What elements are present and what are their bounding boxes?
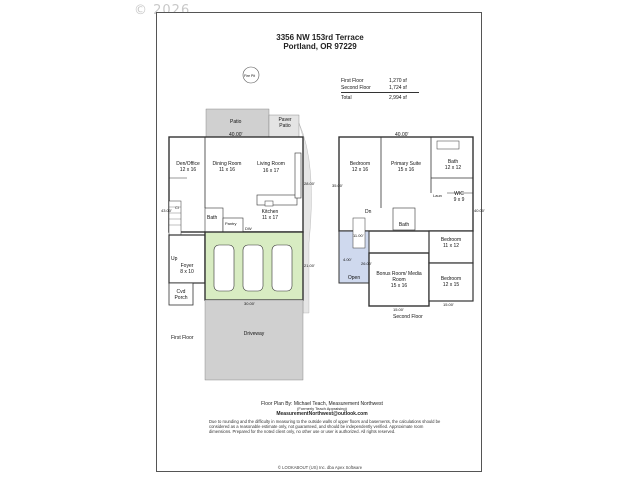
floor-plan-drawing <box>168 66 474 381</box>
bedroom-1-label: Bedroom <box>349 161 371 167</box>
area-value-2: 1,724 sf <box>389 85 407 91</box>
car-3 <box>271 244 293 292</box>
second-bottom-dim: 15.00' <box>393 307 404 312</box>
covered-porch <box>168 282 194 306</box>
bedroom-1-dim: 12 x 16 <box>351 167 369 173</box>
area-value-3: 2,994 sf <box>389 95 407 101</box>
kitchen-counter <box>294 152 302 199</box>
den-label: Den/Office <box>176 161 200 167</box>
credit-email: MeasurementNorthwest@outlook.com <box>276 411 368 417</box>
bath-top-label: Bath <box>447 159 459 165</box>
bedroom-3-area <box>428 262 474 302</box>
second-inner-dim-1: 11.00' <box>353 233 364 238</box>
address-line-1: 3356 NW 153rd Terrace <box>276 33 364 42</box>
side-path <box>298 122 312 314</box>
primary-dim: 15 x 16 <box>397 167 415 173</box>
area-label-3: Total <box>341 95 352 101</box>
second-top-dim: 40.00' <box>395 132 409 138</box>
kitchen-dim: 11 x 17 <box>261 215 279 221</box>
dn-label: Dn <box>365 209 372 215</box>
den-dim: 12 x 16 <box>179 167 197 173</box>
driveway-label: Driveway <box>243 331 265 337</box>
bathtub <box>436 140 460 150</box>
fire-pit-label: Fire Pit <box>244 74 256 78</box>
area-divider <box>341 92 419 93</box>
first-right-dim: 28.00' <box>304 181 315 186</box>
bedroom-2-label: Bedroom <box>440 237 462 243</box>
bedroom-3-label: Bedroom <box>440 276 462 282</box>
bedroom-2-dim: 11 x 12 <box>442 243 460 249</box>
first-floor-outline <box>168 136 304 233</box>
second-right-dim: 40.00' <box>474 208 485 213</box>
driveway-area <box>204 299 304 381</box>
patio-area <box>205 108 270 138</box>
area-label-2: Second Floor <box>341 85 371 91</box>
first-left-dim: 43.00' <box>161 208 172 213</box>
second-bottom-dim-2: 15.00' <box>443 302 454 307</box>
foyer-dim: 8 x 10 <box>180 269 194 275</box>
second-inner-dim-2: 26.00' <box>361 261 372 266</box>
car-2 <box>242 244 264 292</box>
car-1 <box>213 244 235 292</box>
bath-label: Bath <box>207 215 218 221</box>
credit-line-2: (Formerly Teach Appraising) <box>297 406 347 411</box>
living-dim: 16 x 17 <box>262 168 280 174</box>
porch-label: Cvd Porch <box>174 289 188 301</box>
wic-label: WIC <box>454 191 464 197</box>
bath-top-dim: 12 x 12 <box>444 165 462 171</box>
primary-label: Primary Suite <box>390 161 421 167</box>
first-bottom-dim: 30.00' <box>244 301 255 306</box>
area-label-1: First Floor <box>341 78 364 84</box>
bedroom-3-dim: 12 x 15 <box>442 282 460 288</box>
floor-plan-sheet: 3356 NW 153rd Terrace Portland, OR 97229 <box>156 12 485 472</box>
area-value-1: 1,270 sf <box>389 78 407 84</box>
up-label: Up <box>171 256 178 262</box>
foyer-label: Foyer <box>180 263 194 269</box>
credit-line-1: Floor Plan By: Michael Teach, Measuremen… <box>261 401 383 407</box>
patio-label: Patio <box>230 119 242 125</box>
software-credit: © LOOKABOUT (US) Inc. dba Apex Software <box>277 465 363 470</box>
laun-label: Laun <box>433 193 442 198</box>
address-line-2: Portland, OR 97229 <box>283 42 357 51</box>
dining-label: Dining Room <box>212 161 242 167</box>
first-top-dim: 40.00' <box>229 132 243 138</box>
second-floor-outline <box>338 136 474 232</box>
fire-pit-symbol <box>242 66 260 84</box>
first-floor-title: First Floor <box>171 335 194 341</box>
foyer-area <box>168 234 206 284</box>
bonus-dim: 15 x 16 <box>390 283 408 289</box>
open-label: Open <box>347 275 361 281</box>
cl-label: Cl <box>175 205 179 210</box>
second-floor-stairs <box>352 217 366 249</box>
garage-dim: 21.00' <box>304 263 315 268</box>
bedroom-2-area <box>428 230 474 264</box>
pantry-label: Pantry <box>225 221 237 226</box>
kitchen-island <box>256 194 298 206</box>
dining-dim: 11 x 16 <box>218 167 236 173</box>
second-floor-title: Second Floor <box>393 314 423 320</box>
second-left-dim: 35.00' <box>332 183 343 188</box>
second-inner-dim-3: 4.00' <box>343 257 352 262</box>
second-floor-bath <box>392 207 416 231</box>
stove <box>264 200 274 207</box>
bonus-label: Bonus Room/ Media Room <box>376 271 422 283</box>
dw-label: DW <box>245 226 252 231</box>
living-label: Living Room <box>257 161 285 167</box>
kitchen-label: Kitchen <box>261 209 279 215</box>
bath-2-label: Bath <box>398 222 410 228</box>
disclaimer-text: Due to rounding and the difficulty in me… <box>209 419 441 434</box>
bonus-room <box>368 252 430 307</box>
paver-patio-label: Paver Patio <box>278 117 292 129</box>
wic-dim: 9 x 9 <box>453 197 465 203</box>
